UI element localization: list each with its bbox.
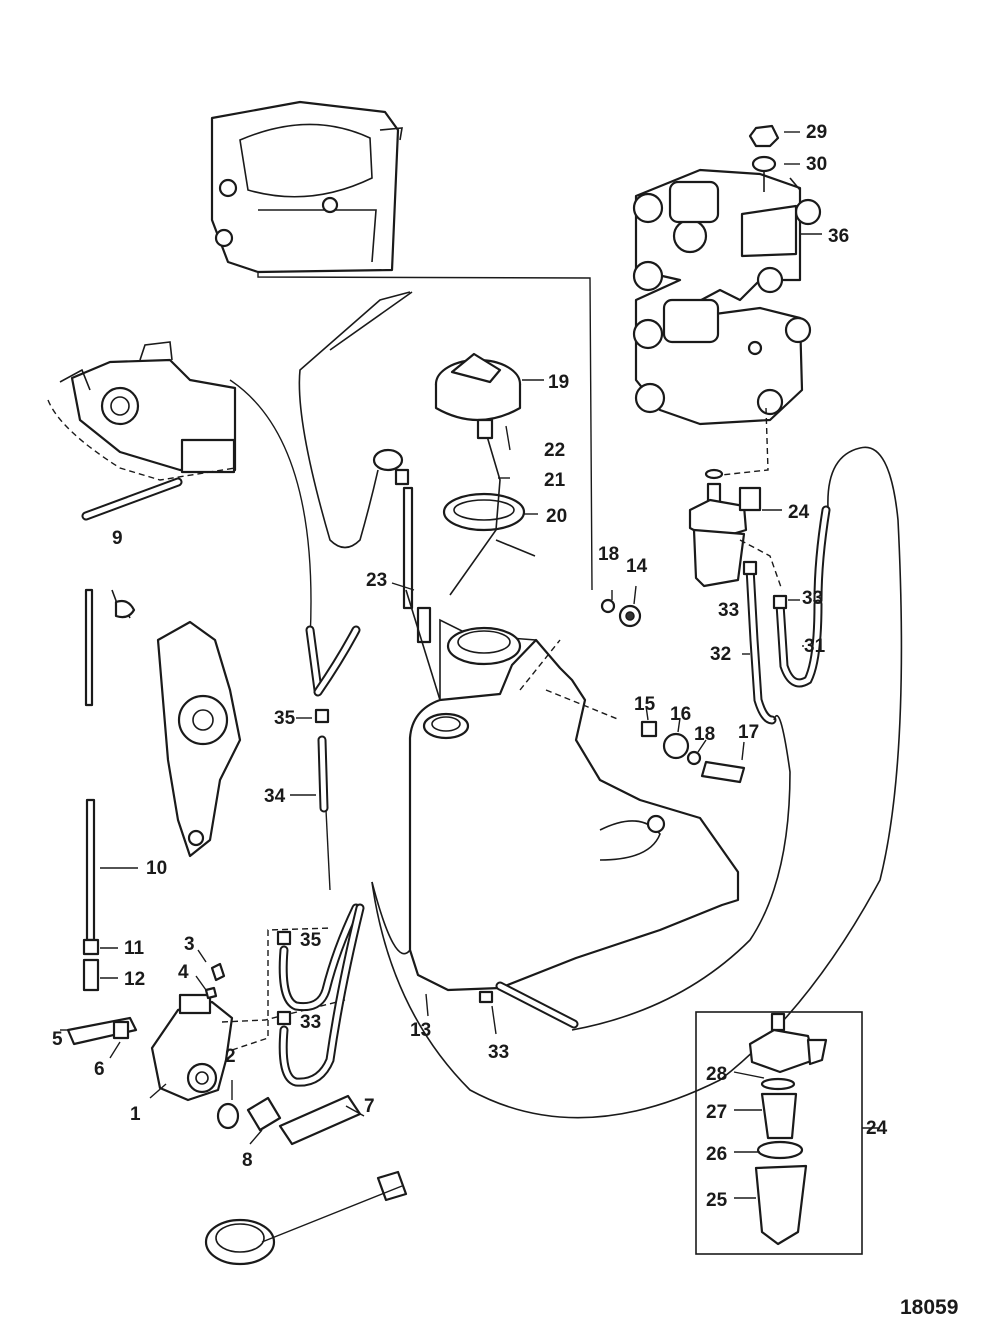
callout-35a: 35	[274, 708, 296, 729]
callout-10: 10	[146, 858, 167, 879]
callout-25: 25	[706, 1190, 728, 1211]
wiring-harness-part	[298, 291, 411, 549]
callout-8: 8	[242, 1150, 253, 1171]
callout-27: 27	[706, 1102, 727, 1123]
callout-11: 11	[124, 938, 145, 959]
callout-35b: 35	[300, 930, 322, 951]
dipstick-part	[372, 448, 441, 701]
callout-33c: 33	[488, 1042, 509, 1063]
callout-3: 3	[184, 934, 195, 955]
fuel-line-part	[371, 446, 903, 1119]
callout-9: 9	[112, 528, 123, 549]
pump-bracket-part	[156, 620, 242, 858]
filler-cap-part	[434, 352, 522, 422]
carburetor-part	[59, 341, 237, 474]
oil-tank-part	[408, 618, 740, 992]
oil-pump-part	[150, 993, 234, 1102]
callout-21: 21	[544, 470, 566, 491]
callout-24a: 24	[788, 502, 810, 523]
callout-18b: 18	[694, 724, 715, 745]
callout-4: 4	[178, 962, 189, 983]
callout-19: 19	[548, 372, 569, 393]
callout-1: 1	[130, 1104, 141, 1125]
callout-17: 17	[738, 722, 759, 743]
callout-34: 34	[264, 786, 286, 807]
callout-33d: 33	[300, 1012, 321, 1033]
mounting-plate-part	[632, 168, 822, 426]
carb-outline-dash	[47, 399, 236, 481]
callout-18a: 18	[598, 544, 619, 565]
figure-number: 18059	[900, 1296, 958, 1319]
callout-23: 23	[366, 570, 387, 591]
filter-assembly-part	[688, 468, 762, 588]
strainer-part	[449, 425, 536, 596]
locknut-part	[748, 124, 780, 148]
filter-inset-box	[695, 1011, 863, 1255]
oil-pump-link-rod-part	[84, 588, 94, 707]
callout-5: 5	[52, 1029, 63, 1050]
callout-31: 31	[804, 636, 826, 657]
callout-20: 20	[546, 506, 567, 527]
callout-28: 28	[706, 1064, 727, 1085]
callout-29: 29	[806, 122, 827, 143]
callout-32: 32	[710, 644, 731, 665]
callout-26: 26	[706, 1144, 727, 1165]
callout-22: 22	[544, 440, 565, 461]
callout-36: 36	[828, 226, 849, 247]
callout-30: 30	[806, 154, 827, 175]
callout-16: 16	[670, 704, 691, 725]
callout-24b: 24	[866, 1118, 888, 1139]
leader-adapter-to-tank	[257, 272, 593, 591]
callout-6: 6	[94, 1059, 105, 1080]
callout-7: 7	[364, 1096, 375, 1117]
callout-14: 14	[626, 556, 648, 577]
callout-13: 13	[410, 1020, 431, 1041]
filter-inset-parts	[748, 1012, 828, 1246]
callout-2: 2	[225, 1046, 236, 1067]
callout-33a: 33	[718, 600, 739, 621]
callout-33b: 33	[802, 588, 823, 609]
adapter-plate-part	[210, 100, 403, 274]
callout-12: 12	[124, 969, 145, 990]
callout-15: 15	[634, 694, 656, 715]
